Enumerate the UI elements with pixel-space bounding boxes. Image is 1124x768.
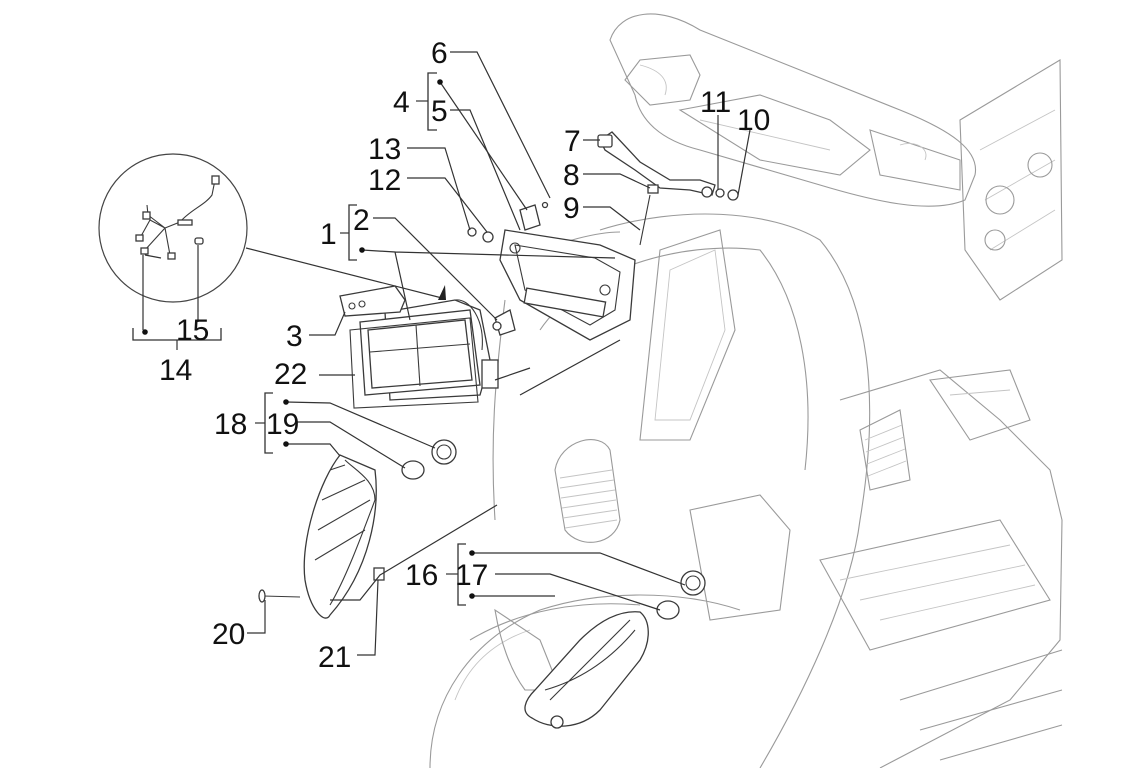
group-bullets xyxy=(142,79,475,599)
callout-labels: 6 4 5 13 12 1 2 3 22 18 19 15 14 7 8 9 1… xyxy=(159,37,770,674)
callout-2: 2 xyxy=(353,204,370,237)
callout-20: 20 xyxy=(212,618,245,651)
callout-10: 10 xyxy=(737,104,770,137)
callout-11: 11 xyxy=(700,86,731,119)
callout-19: 19 xyxy=(266,408,299,441)
callout-12: 12 xyxy=(368,164,401,197)
callout-15: 15 xyxy=(176,314,209,347)
callout-16: 16 xyxy=(405,559,438,592)
callout-13: 13 xyxy=(368,133,401,166)
callout-4: 4 xyxy=(393,86,410,119)
headlight-mounting-bracket xyxy=(467,201,636,341)
callout-9: 9 xyxy=(563,192,580,225)
callout-3: 3 xyxy=(286,320,303,353)
bullet-14 xyxy=(142,329,148,335)
callout-21: 21 xyxy=(318,641,351,674)
group-brackets xyxy=(132,72,466,606)
left-turn-indicator xyxy=(258,439,457,619)
callout-1: 1 xyxy=(320,218,337,251)
callout-14: 14 xyxy=(159,354,192,387)
right-turn-indicator xyxy=(524,570,706,729)
scooter-body xyxy=(429,13,1063,768)
bullet-4 xyxy=(437,79,443,85)
bullet-16-bottom xyxy=(469,593,475,599)
bullet-18-top xyxy=(283,399,289,405)
callout-7: 7 xyxy=(564,125,581,158)
callout-6: 6 xyxy=(431,37,448,70)
callout-8: 8 xyxy=(563,159,580,192)
leader-lines xyxy=(142,51,751,656)
callout-22: 22 xyxy=(274,358,307,391)
bullet-1 xyxy=(359,247,365,253)
wiring-harness-inset xyxy=(98,153,443,303)
callout-18: 18 xyxy=(214,408,247,441)
callout-5: 5 xyxy=(431,95,448,128)
headlight-unit xyxy=(339,285,516,409)
horn-grille xyxy=(554,439,621,543)
bullet-18-bottom xyxy=(283,441,289,447)
bullet-16-top xyxy=(469,550,475,556)
callout-17: 17 xyxy=(455,559,488,592)
headlight-arm xyxy=(597,131,739,246)
